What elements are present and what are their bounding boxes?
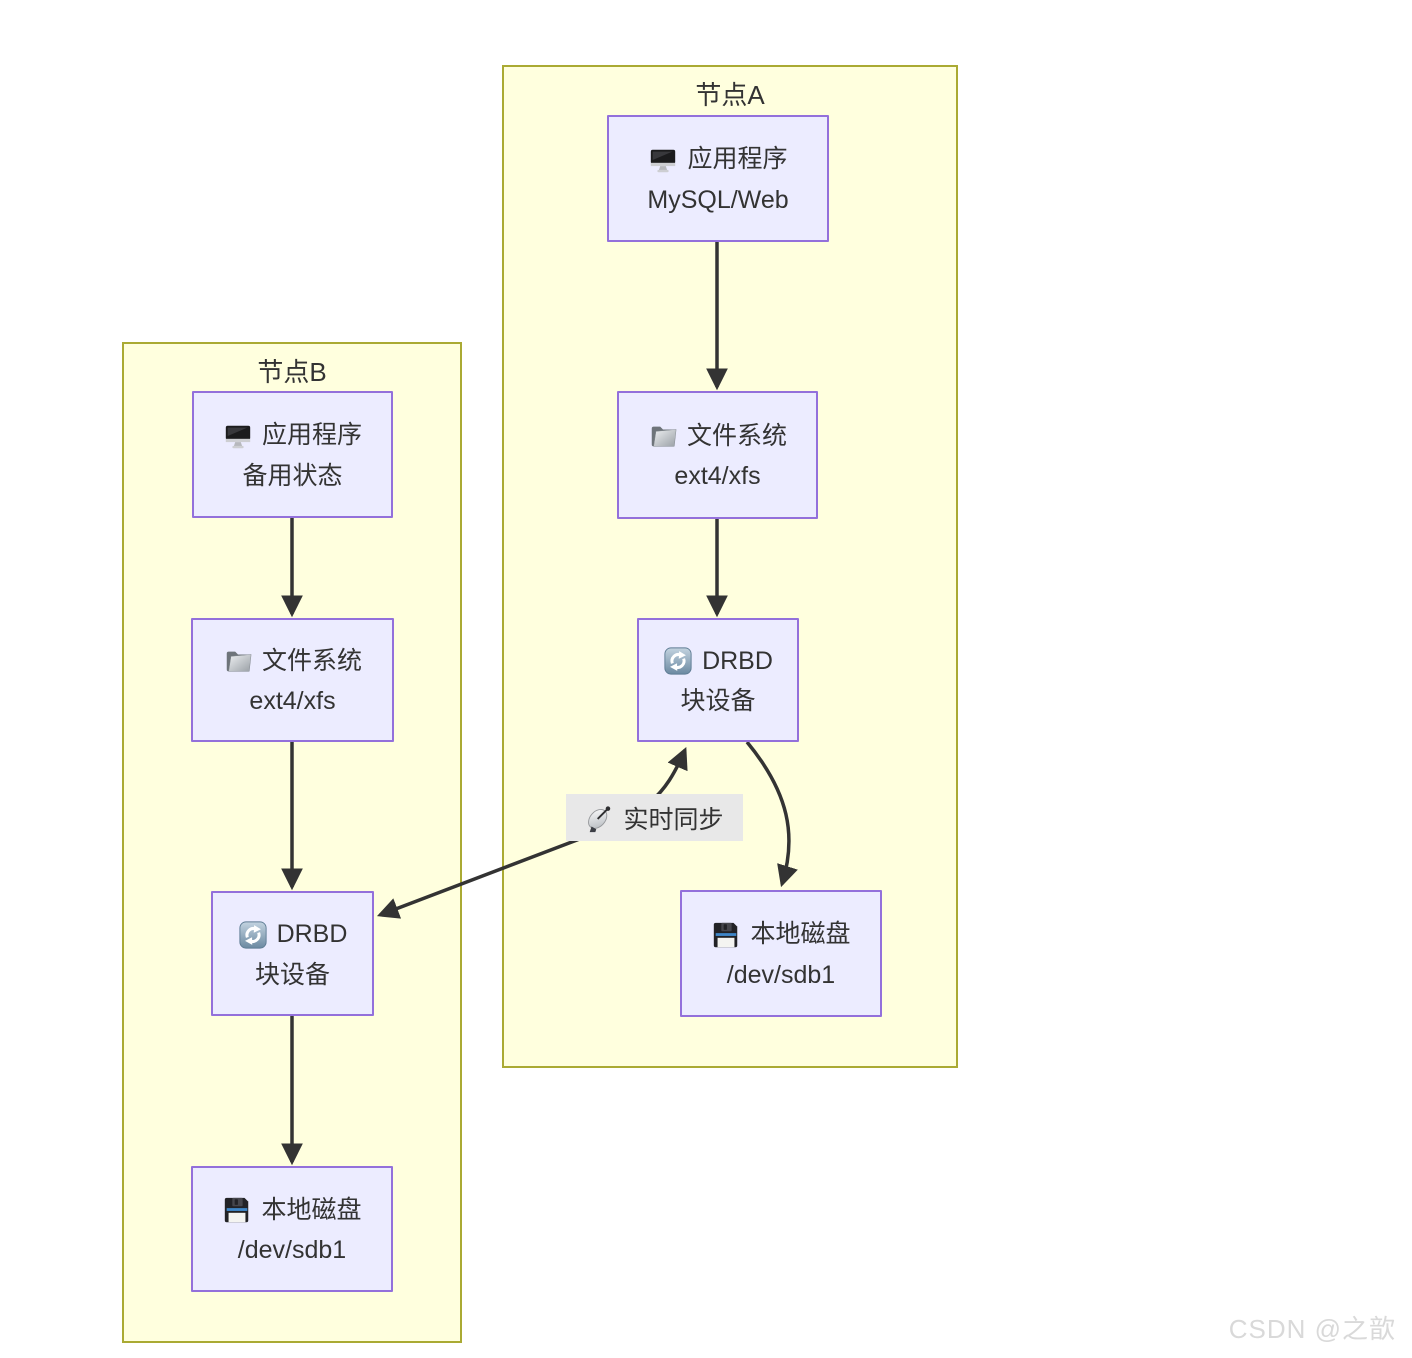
node-a-drbd-title: DRBD <box>702 646 773 675</box>
node-b-drbd-title: DRBD <box>276 920 348 948</box>
node-b-fs-subtitle: ext4/xfs <box>249 687 336 715</box>
node-b-fs-title: 文件系统 <box>261 646 362 675</box>
node-a-app-subtitle: MySQL/Web <box>647 185 789 214</box>
node-b-disk-subtitle: /dev/sdb1 <box>237 1236 347 1264</box>
folder-icon <box>648 421 678 451</box>
node-a-disk-subtitle: /dev/sdb1 <box>726 960 836 989</box>
sync-icon <box>663 646 693 676</box>
node-b-app-subtitle: 备用状态 <box>242 461 343 490</box>
monitor-icon <box>648 145 678 175</box>
sync-icon <box>238 920 268 950</box>
node-a-drbd: DRBD 块设备 <box>637 618 799 742</box>
sync-edge-label-text: 实时同步 <box>623 805 724 834</box>
cluster-node-a-title: 节点A <box>695 80 765 110</box>
node-a-app: 应用程序 MySQL/Web <box>607 115 829 242</box>
satellite-icon <box>585 803 615 833</box>
monitor-icon <box>223 421 253 451</box>
watermark: CSDN @之歆 <box>1228 1314 1396 1344</box>
folder-icon <box>223 646 253 676</box>
node-b-app: 应用程序 备用状态 <box>192 391 393 518</box>
node-b-disk-title: 本地磁盘 <box>261 1195 362 1224</box>
cluster-node-b-title: 节点B <box>257 357 327 387</box>
node-b-app-title: 应用程序 <box>261 421 362 449</box>
node-a-disk: 本地磁盘 /dev/sdb1 <box>680 890 882 1017</box>
node-b-drbd-subtitle: 块设备 <box>254 960 330 989</box>
node-b-fs: 文件系统 ext4/xfs <box>191 618 394 742</box>
node-a-fs: 文件系统 ext4/xfs <box>617 391 818 519</box>
node-a-fs-title: 文件系统 <box>686 421 787 450</box>
node-a-disk-title: 本地磁盘 <box>750 920 851 948</box>
floppy-icon <box>222 1195 252 1225</box>
node-b-drbd: DRBD 块设备 <box>211 891 374 1016</box>
node-a-app-title: 应用程序 <box>687 145 788 173</box>
floppy-icon <box>711 920 741 950</box>
node-a-fs-subtitle: ext4/xfs <box>674 462 761 490</box>
sync-edge-label: 实时同步 <box>566 794 743 841</box>
node-a-drbd-subtitle: 块设备 <box>680 687 756 715</box>
node-b-disk: 本地磁盘 /dev/sdb1 <box>191 1166 393 1292</box>
